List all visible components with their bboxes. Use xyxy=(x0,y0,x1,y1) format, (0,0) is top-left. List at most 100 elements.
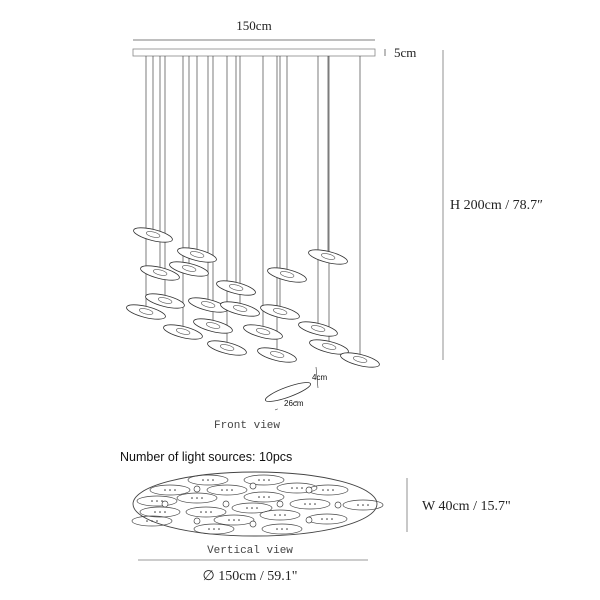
disc-hub xyxy=(353,356,368,363)
rod-mount xyxy=(193,517,201,525)
disc xyxy=(220,301,260,317)
rod-mount xyxy=(305,486,313,494)
top-disc xyxy=(259,509,301,521)
led-dot xyxy=(274,514,276,516)
rod-mount xyxy=(249,482,257,490)
top-disc xyxy=(243,474,285,486)
led-dot xyxy=(226,489,228,491)
led-dot xyxy=(200,511,202,513)
disc xyxy=(169,261,209,277)
disc xyxy=(309,339,349,355)
rod-mount xyxy=(276,500,284,508)
top-discs xyxy=(131,474,384,535)
disc xyxy=(193,318,233,334)
led-dot xyxy=(154,511,156,513)
led-dot xyxy=(174,489,176,491)
led-dot xyxy=(210,511,212,513)
disc xyxy=(308,249,348,265)
led-dot xyxy=(196,497,198,499)
disc xyxy=(243,324,283,340)
disc xyxy=(177,247,217,263)
disc-hub xyxy=(229,284,244,291)
led-dot xyxy=(151,520,153,522)
top-disc xyxy=(139,506,181,518)
led-dot xyxy=(301,487,303,489)
led-dot xyxy=(258,479,260,481)
disc-hub xyxy=(206,322,221,329)
led-dot xyxy=(151,500,153,502)
led-dot xyxy=(208,528,210,530)
led-dot xyxy=(286,528,288,530)
led-dot xyxy=(207,479,209,481)
disc xyxy=(260,304,300,320)
rod-mount xyxy=(193,485,201,493)
top-disc xyxy=(213,514,255,526)
disc-hub xyxy=(280,271,295,278)
led-dot xyxy=(327,489,329,491)
led-dot xyxy=(314,503,316,505)
width-label: 150cm xyxy=(236,18,271,33)
disc-hub xyxy=(233,305,248,312)
led-dot xyxy=(233,519,235,521)
front-view-drawing: 150cm 5cm H 200cm / 78.7″ 4cm 26cm Front… xyxy=(126,18,543,432)
disc xyxy=(267,267,307,283)
led-dot xyxy=(279,514,281,516)
disc xyxy=(126,304,166,320)
top-disc xyxy=(261,523,303,535)
rod-mount xyxy=(305,516,313,524)
disc-hub xyxy=(201,301,216,308)
disc-hub xyxy=(176,328,191,335)
disc-hub xyxy=(153,269,168,276)
disc-hub xyxy=(256,328,271,335)
led-dot xyxy=(164,489,166,491)
disc-hub xyxy=(311,325,326,332)
disc-hub xyxy=(139,308,154,315)
led-dot xyxy=(296,487,298,489)
disc xyxy=(340,352,380,368)
led-dot xyxy=(322,489,324,491)
canopy-height-label: 5cm xyxy=(394,45,416,60)
led-dot xyxy=(238,519,240,521)
led-dot xyxy=(362,504,364,506)
disc-hub xyxy=(182,265,197,272)
disc xyxy=(207,340,247,356)
led-dot xyxy=(169,489,171,491)
top-disc xyxy=(289,498,331,510)
light-sources-label: Number of light sources: 10pcs xyxy=(120,450,292,464)
led-dot xyxy=(156,500,158,502)
led-dot xyxy=(146,520,148,522)
top-disc xyxy=(131,515,173,527)
discs xyxy=(126,227,380,368)
front-view-caption: Front view xyxy=(214,420,280,432)
disc-hub xyxy=(322,343,337,350)
led-dot xyxy=(268,479,270,481)
led-dot xyxy=(246,507,248,509)
disc-hub xyxy=(220,344,235,351)
led-dot xyxy=(213,528,215,530)
top-disc xyxy=(187,474,229,486)
top-disc xyxy=(231,502,273,514)
disc xyxy=(133,227,173,243)
led-dot xyxy=(258,496,260,498)
led-dot xyxy=(221,489,223,491)
led-dot xyxy=(202,479,204,481)
rods xyxy=(145,56,361,360)
led-dot xyxy=(218,528,220,530)
single-disc-detail xyxy=(264,382,312,402)
top-disc xyxy=(206,484,248,496)
led-dot xyxy=(159,511,161,513)
disc xyxy=(140,265,180,281)
led-dot xyxy=(357,504,359,506)
led-dot xyxy=(212,479,214,481)
disc-height-label: 4cm xyxy=(312,373,327,382)
led-dot xyxy=(231,489,233,491)
led-dot xyxy=(251,507,253,509)
led-dot xyxy=(268,496,270,498)
led-dot xyxy=(326,518,328,520)
led-dot xyxy=(156,520,158,522)
rod-mount xyxy=(249,520,257,528)
disc-height-arrow xyxy=(315,366,319,389)
disc-hub xyxy=(273,308,288,315)
top-disc xyxy=(149,484,191,496)
